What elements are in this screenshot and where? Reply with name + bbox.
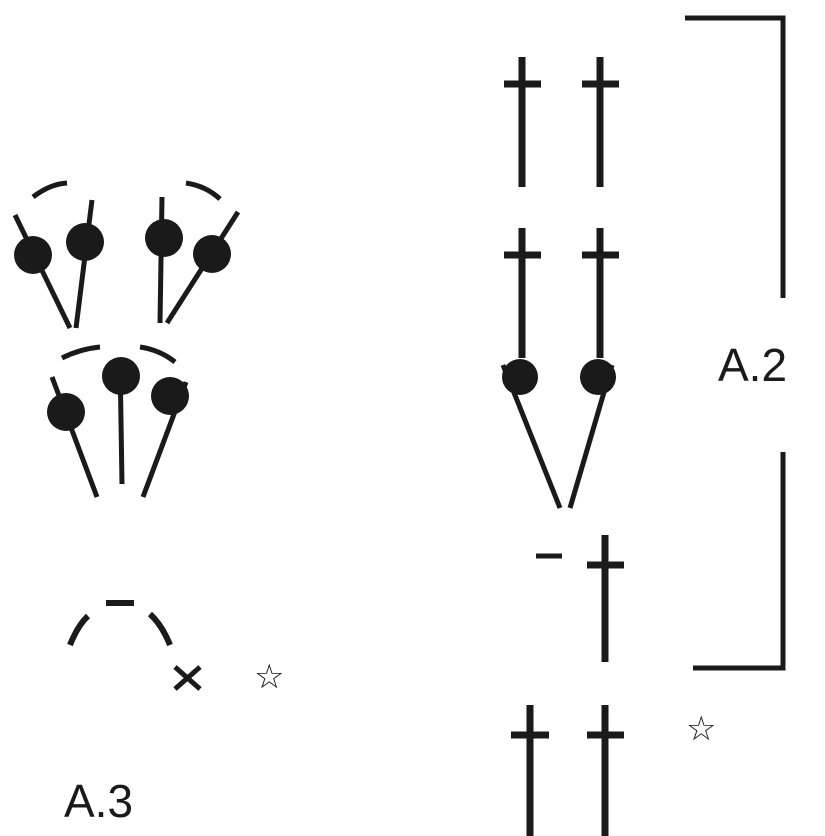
a3-single-crochet-symbol <box>173 665 202 691</box>
a2-double-crochet-symbol <box>504 228 541 358</box>
a2-double-crochet-symbol <box>582 228 619 358</box>
diagram-label-a3: A.3 <box>64 775 134 827</box>
a2-double-crochet-symbol <box>587 705 624 836</box>
a3-chain-arch <box>185 180 222 201</box>
a2-double-crochet-symbol <box>504 57 541 187</box>
a3-chain-arch <box>139 344 177 364</box>
a3-chain-arch <box>60 344 101 361</box>
a2-bracket-lower <box>693 452 786 671</box>
a2-bracket <box>685 15 786 671</box>
a3-bobble-cluster <box>47 344 189 498</box>
start-star-icon: ☆ <box>254 657 285 697</box>
a3-bobble-pair-left <box>12 180 104 330</box>
a3-chain-arch <box>31 180 68 200</box>
a2-bobble-symbol <box>567 359 616 509</box>
a3-chain-arch-symbol <box>67 600 173 647</box>
a3-bobble-pair-right <box>145 180 241 325</box>
start-star-icon: ☆ <box>686 709 717 749</box>
a2-bracket-upper <box>685 15 786 298</box>
a2-bobble-symbol <box>500 359 563 509</box>
a2-double-crochet-symbol <box>511 705 549 836</box>
a2-double-crochet-symbol <box>587 535 624 662</box>
a2-double-crochet-symbol <box>582 57 619 187</box>
diagram-label-a2: A.2 <box>718 339 788 391</box>
